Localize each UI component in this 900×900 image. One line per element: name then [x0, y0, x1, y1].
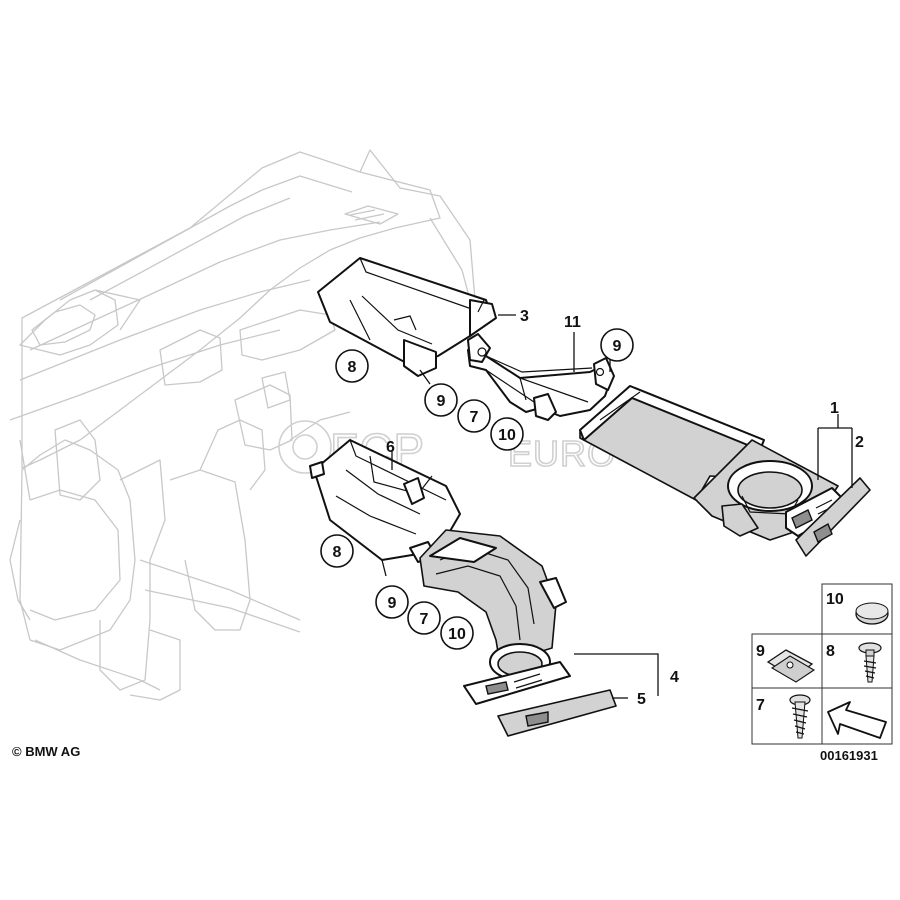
svg-text:8: 8 [333, 544, 342, 561]
svg-text:9: 9 [613, 338, 622, 355]
callout-circle-9-top: 9 [424, 383, 458, 417]
dashboard-ghost-outline [9, 149, 476, 701]
svg-text:8: 8 [348, 359, 357, 376]
legend-label-10: 10 [826, 591, 844, 608]
part-11-bracket [467, 333, 615, 421]
screw-icon [858, 642, 882, 683]
callout-circle-7-bottom: 7 [407, 601, 441, 635]
callout-6: 6 [386, 439, 395, 456]
diagram-id: 00161931 [820, 748, 878, 763]
part-1-cupholder-tray [579, 385, 843, 541]
svg-text:9: 9 [437, 393, 446, 410]
hardware-legend: 10 9 8 7 [751, 583, 893, 745]
callout-3: 3 [520, 308, 529, 325]
callout-circle-9-bottom: 9 [375, 585, 409, 619]
plug-cap-icon [855, 602, 889, 625]
part-2-trim-panel [795, 477, 871, 557]
leader-lines [381, 314, 853, 699]
callout-5: 5 [637, 691, 646, 708]
callouts: 3 11 1 2 6 4 5 8 9 9 7 10 8 [320, 308, 864, 708]
part-5-trim-panel [497, 689, 617, 737]
svg-text:7: 7 [470, 409, 479, 426]
callout-1: 1 [830, 400, 839, 417]
legend-cell-7 [751, 687, 823, 745]
callout-circle-8-bottom: 8 [320, 534, 354, 568]
svg-text:7: 7 [420, 611, 429, 628]
svg-text:10: 10 [448, 626, 466, 643]
part-4-curved-duct [419, 529, 571, 705]
svg-text:9: 9 [388, 595, 397, 612]
callout-circle-10-bottom: 10 [440, 616, 474, 650]
part-3-upper-housing [317, 257, 497, 377]
copyright-text: © BMW AG [12, 744, 80, 759]
clip-nut-icon [766, 649, 816, 683]
legend-label-9: 9 [756, 643, 765, 660]
callout-2: 2 [855, 434, 864, 451]
callout-circle-7-top: 7 [457, 399, 491, 433]
direction-arrow-icon [827, 701, 887, 739]
callout-4: 4 [670, 669, 679, 686]
legend-label-8: 8 [826, 643, 835, 660]
callout-circle-9-right: 9 [600, 328, 634, 362]
tapping-screw-icon [789, 694, 811, 739]
callout-11: 11 [564, 314, 581, 331]
legend-label-7: 7 [756, 697, 765, 714]
callout-circle-8-top: 8 [335, 349, 369, 383]
svg-text:10: 10 [498, 427, 516, 444]
callout-circle-10-top: 10 [490, 417, 524, 451]
